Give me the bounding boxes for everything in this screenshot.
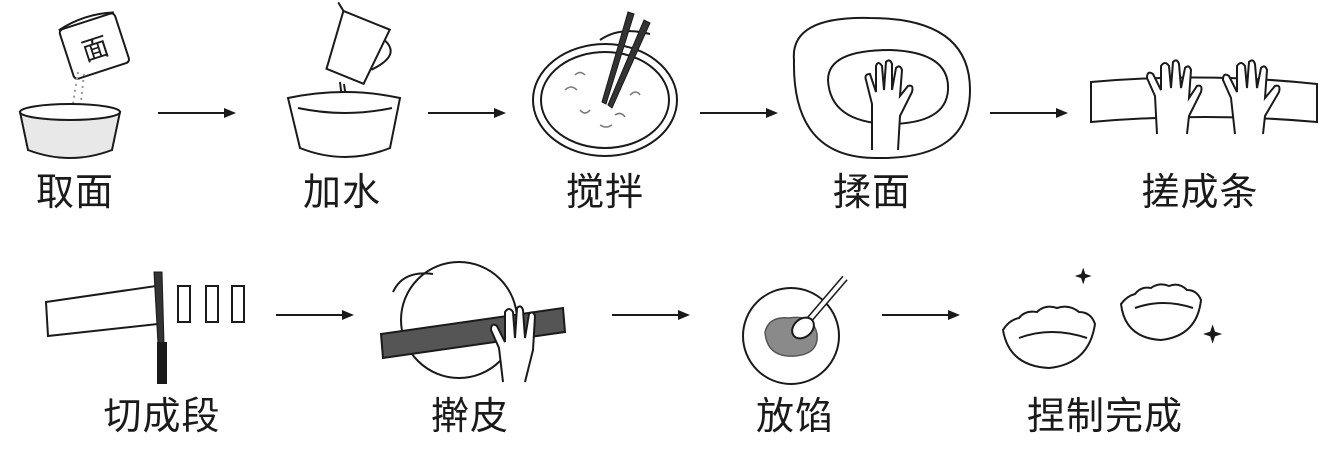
sparkle-icon (1074, 267, 1223, 344)
flow-arrow (990, 104, 1070, 118)
rolling-pin-icon (375, 262, 575, 392)
step-label: 捏制完成 (1026, 394, 1184, 438)
step-knead: 揉面 (780, 0, 980, 230)
flow-arrow (700, 104, 780, 118)
flow-arrow (276, 306, 356, 320)
step-roll-wrapper: 擀皮 (375, 262, 575, 452)
step-label: 加水 (302, 170, 382, 214)
rolling-log-hands-icon (1085, 0, 1325, 170)
flow-arrow (612, 306, 692, 320)
chopsticks-bowl-icon (520, 0, 690, 170)
step-label: 放馅 (755, 394, 835, 438)
flour-bag-bowl-icon: 面 (0, 0, 140, 170)
step-label: 搅拌 (565, 170, 645, 214)
filling-spoon-icon (735, 262, 865, 392)
pitcher-bowl-icon (270, 0, 420, 170)
step-label: 搓成条 (1141, 170, 1259, 214)
step-label: 擀皮 (430, 394, 510, 438)
step-roll-log: 搓成条 (1085, 0, 1325, 230)
step-label: 揉面 (832, 170, 912, 214)
step-take-flour: 面 取面 (0, 0, 140, 230)
step-add-water: 加水 (270, 0, 420, 230)
step-add-filling: 放馅 (735, 262, 865, 452)
flow-arrow (882, 306, 962, 320)
step-pinch-done: 捏制完成 (995, 262, 1235, 452)
dumplings-icon (995, 267, 1223, 392)
step-label: 取面 (35, 170, 115, 214)
step-cut: 切成段 (40, 262, 280, 452)
flow-arrow (158, 104, 238, 118)
knife-dough-icon (40, 262, 280, 384)
step-stir: 搅拌 (520, 0, 690, 230)
kneading-hand-icon (780, 0, 980, 170)
step-label: 切成段 (103, 394, 221, 438)
flow-arrow (428, 104, 508, 118)
